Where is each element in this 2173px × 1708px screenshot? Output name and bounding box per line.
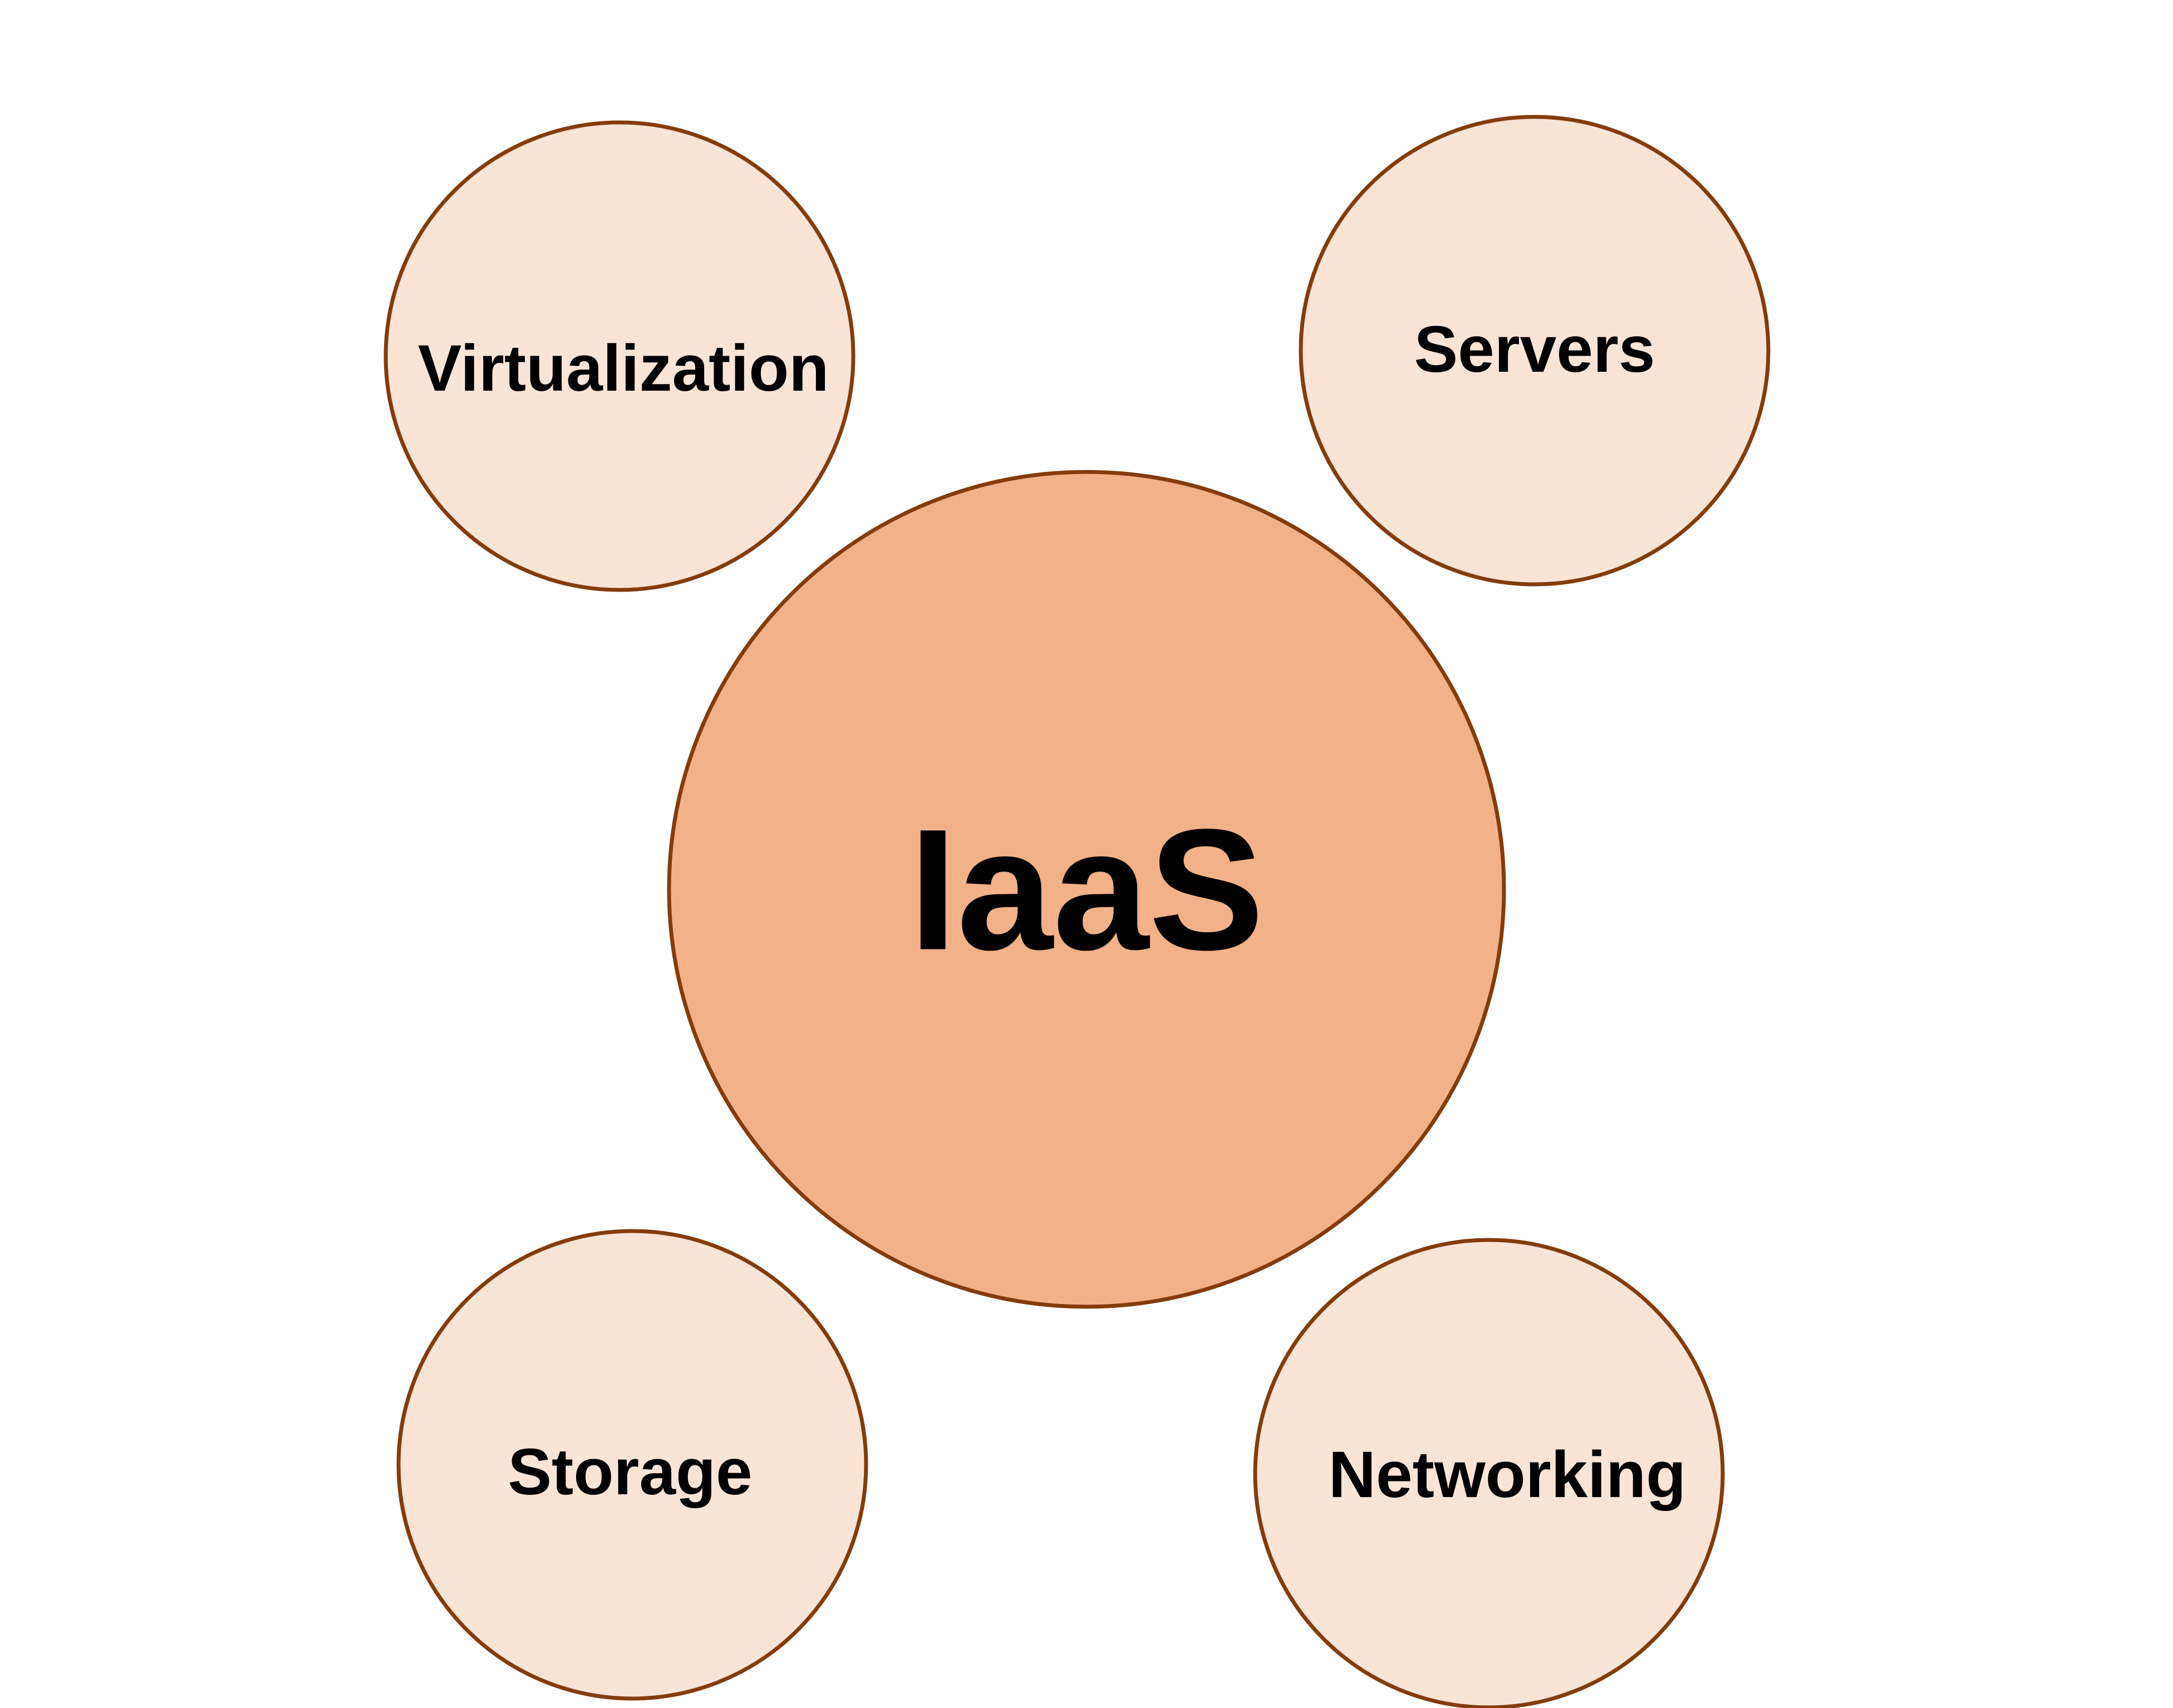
center-circle <box>667 470 1506 1309</box>
node-label-storage: Storage <box>508 1435 752 1509</box>
center-label: IaaS <box>909 793 1264 986</box>
node-circle-storage <box>396 1229 868 1701</box>
node-label-virtualization: Virtualization <box>418 332 829 405</box>
node-circle-servers <box>1299 115 1771 587</box>
node-circle-networking <box>1253 1238 1725 1708</box>
node-circle-virtualization <box>384 120 856 592</box>
node-networking: Networking <box>1253 1238 1725 1708</box>
node-servers: Servers <box>1299 115 1771 587</box>
node-virtualization: Virtualization <box>384 120 856 592</box>
center-node: IaaS <box>667 470 1506 1309</box>
node-storage: Storage <box>396 1229 868 1701</box>
node-label-networking: Networking <box>1329 1438 1687 1512</box>
node-label-servers: Servers <box>1414 313 1655 386</box>
